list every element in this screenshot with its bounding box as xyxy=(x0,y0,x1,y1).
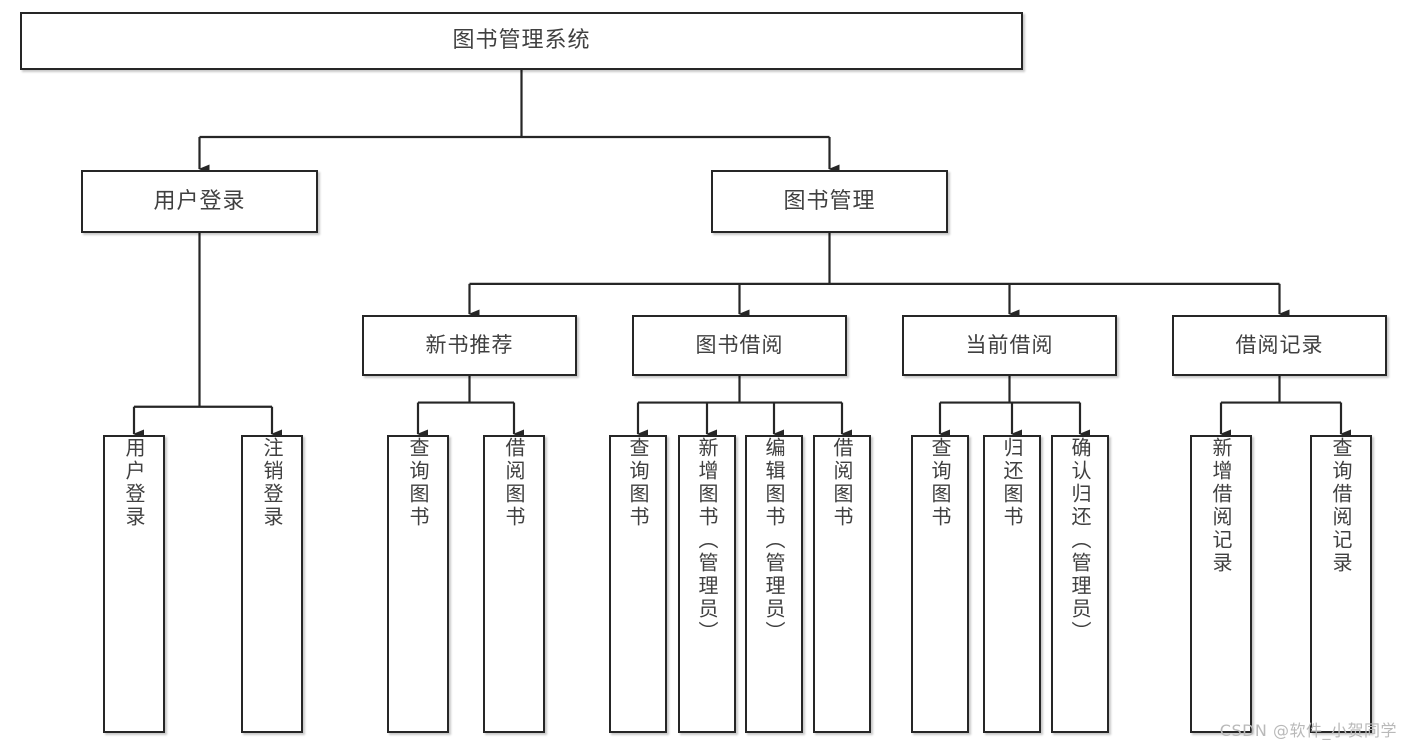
node-label: 注销登录 xyxy=(260,437,284,529)
node-book-borrow[interactable]: 图书借阅 xyxy=(632,315,847,376)
node-user-login[interactable]: 用户登录 xyxy=(81,170,318,233)
node-leaf-logout[interactable]: 注销登录 xyxy=(241,435,303,733)
node-current-borrow[interactable]: 当前借阅 xyxy=(902,315,1117,376)
node-leaf-query-book-2[interactable]: 查询图书 xyxy=(609,435,667,733)
node-label: 查询图书 xyxy=(928,437,952,529)
node-label: 用户登录 xyxy=(153,188,246,214)
node-label: 查询图书 xyxy=(406,437,430,529)
node-leaf-query-record[interactable]: 查询借阅记录 xyxy=(1310,435,1372,733)
node-label: 用户登录 xyxy=(122,437,146,529)
node-label: 图书管理 xyxy=(783,188,876,214)
node-label: 借阅图书 xyxy=(502,437,526,529)
node-leaf-return-book[interactable]: 归还图书 xyxy=(983,435,1041,733)
node-leaf-add-book[interactable]: 新增图书（管理员） xyxy=(678,435,736,733)
node-new-book-recommend[interactable]: 新书推荐 xyxy=(362,315,577,376)
node-label: 图书借阅 xyxy=(695,333,784,358)
node-leaf-add-record[interactable]: 新增借阅记录 xyxy=(1190,435,1252,733)
watermark-label: CSDN @软件_小贺同学 xyxy=(1219,721,1397,740)
node-leaf-confirm-return[interactable]: 确认归还（管理员） xyxy=(1051,435,1109,733)
node-borrow-record[interactable]: 借阅记录 xyxy=(1172,315,1387,376)
node-label: 当前借阅 xyxy=(965,333,1054,358)
node-label: 查询图书 xyxy=(626,437,650,529)
node-label: 确认归还（管理员） xyxy=(1068,437,1092,644)
node-root[interactable]: 图书管理系统 xyxy=(20,12,1023,70)
node-label: 归还图书 xyxy=(1000,437,1024,529)
node-leaf-edit-book[interactable]: 编辑图书（管理员） xyxy=(745,435,803,733)
node-label: 借阅图书 xyxy=(830,437,854,529)
node-label: 新增借阅记录 xyxy=(1209,437,1233,575)
node-leaf-borrow-book-2[interactable]: 借阅图书 xyxy=(813,435,871,733)
node-leaf-query-book-3[interactable]: 查询图书 xyxy=(911,435,969,733)
node-label: 编辑图书（管理员） xyxy=(762,437,786,644)
node-label: 借阅记录 xyxy=(1235,333,1324,358)
node-label: 查询借阅记录 xyxy=(1329,437,1353,575)
node-book-manage[interactable]: 图书管理 xyxy=(711,170,948,233)
node-label: 新增图书（管理员） xyxy=(695,437,719,644)
node-leaf-query-book-1[interactable]: 查询图书 xyxy=(387,435,449,733)
node-leaf-user-login[interactable]: 用户登录 xyxy=(103,435,165,733)
node-leaf-borrow-book-1[interactable]: 借阅图书 xyxy=(483,435,545,733)
edge-group xyxy=(132,70,1351,439)
node-label: 图书管理系统 xyxy=(452,28,591,54)
node-label: 新书推荐 xyxy=(425,333,514,358)
